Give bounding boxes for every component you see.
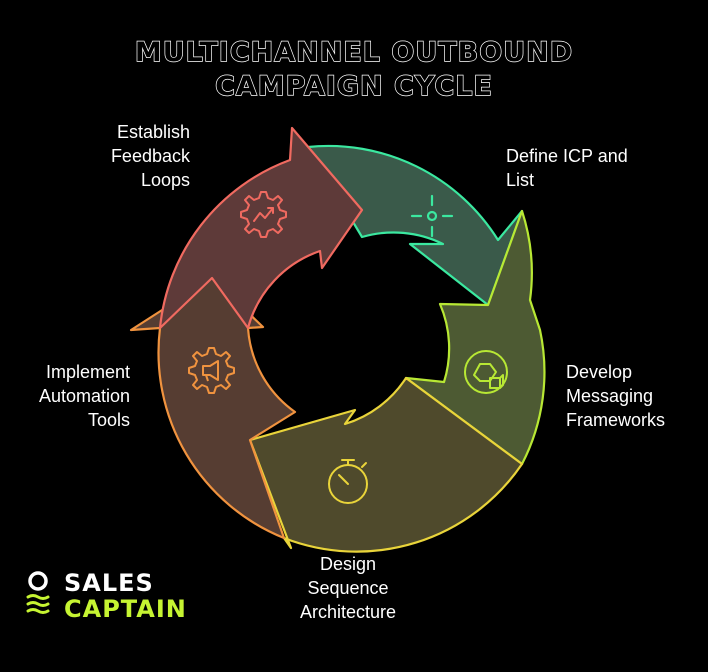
step-automation-arrow [129,276,297,540]
captain-logo-icon [26,571,50,614]
message-cube-icon [464,350,508,394]
diagram-title: MULTICHANNEL OUTBOUND CAMPAIGN CYCLE [0,36,708,104]
gear-chart-icon [240,191,287,238]
step-sequence-label: Design Sequence Architecture [299,554,397,622]
gear-megaphone-icon [188,347,235,394]
title-line-2: CAMPAIGN CYCLE [214,70,493,102]
step-automation-label: Implement Automation Tools [38,362,130,430]
step-define-icp-arrow [306,144,524,307]
step-feedback-label: Establish Feedback Loops [110,122,190,190]
crosshair-icon [410,194,454,238]
step-messaging-arrow [404,209,546,466]
brand-name-line-1: SALES [64,569,154,597]
title-line-1: MULTICHANNEL OUTBOUND [134,36,574,68]
brand-name-line-2: CAPTAIN [64,595,187,623]
brand-logo: SALES CAPTAIN [26,570,266,624]
step-sequence-arrow [248,376,524,553]
step-define-icp-label: Define ICP and List [506,146,628,190]
step-feedback-arrow [158,126,364,330]
stopwatch-icon [328,459,368,504]
step-messaging-label: Develop Messaging Frameworks [566,362,666,430]
